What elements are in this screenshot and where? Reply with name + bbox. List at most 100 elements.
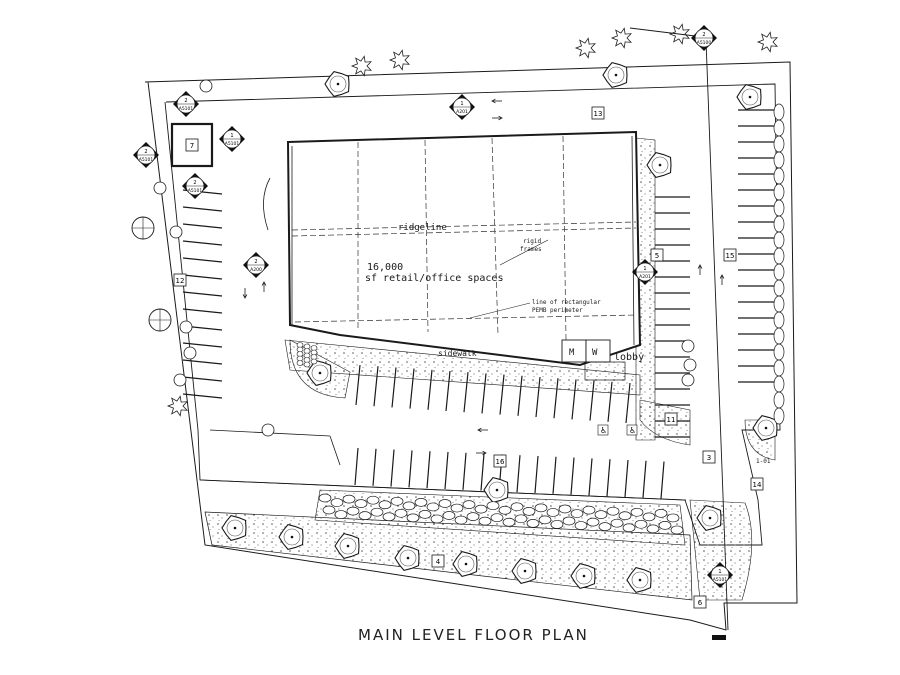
svg-text:7: 7	[190, 142, 194, 150]
boulder	[562, 516, 576, 526]
keynote-tag: 11	[664, 412, 678, 426]
boulder	[522, 507, 536, 516]
parking-stripe	[480, 453, 485, 491]
traffic-arrow	[261, 281, 267, 292]
boulder	[598, 522, 612, 532]
parking-stripe	[589, 380, 595, 421]
traffic-arrow	[719, 274, 725, 285]
boulder	[586, 517, 600, 527]
boulder	[666, 513, 680, 523]
tree	[646, 152, 672, 178]
ridgeline-label: ridgeline	[398, 223, 447, 233]
parking-stripe	[391, 367, 397, 408]
boulder	[303, 361, 311, 368]
boulder	[346, 506, 360, 516]
boulder	[670, 525, 684, 535]
keynote-tag: 15	[723, 248, 737, 262]
plan-title: MAIN LEVEL FLOOR PLAN	[358, 626, 589, 644]
hedge-shrub	[773, 167, 785, 185]
hedge-shrub	[773, 295, 785, 313]
tree	[452, 551, 478, 577]
svg-text:A5101: A5101	[225, 141, 240, 147]
parking-stripe	[373, 366, 379, 407]
tree	[324, 71, 350, 97]
boulder	[486, 501, 500, 511]
boulder	[546, 508, 560, 517]
boulder	[342, 494, 356, 504]
svg-text:4: 4	[436, 558, 441, 566]
boulder	[466, 512, 480, 521]
boulder	[622, 523, 636, 533]
parking-stripe	[182, 308, 223, 314]
boulder	[454, 515, 468, 525]
shrub	[574, 37, 596, 59]
boulder	[322, 505, 336, 515]
boulder	[514, 514, 528, 524]
keynote-tag: 12	[173, 273, 187, 287]
boulder	[474, 504, 488, 514]
svg-text:2: 2	[184, 98, 187, 104]
parking-stripe	[570, 457, 575, 495]
boulder	[574, 521, 588, 530]
existing-tree	[683, 358, 697, 372]
boulder	[630, 507, 644, 517]
boulder	[442, 511, 456, 520]
parking-stripe	[552, 456, 557, 494]
traffic-arrow	[476, 450, 487, 456]
boulder	[642, 512, 656, 522]
svg-text:16: 16	[496, 458, 505, 466]
area-label: 16,000	[367, 262, 403, 273]
svg-text:A201: A201	[639, 274, 651, 280]
parking-stripe	[588, 458, 593, 496]
boulder	[658, 521, 672, 530]
parking-stripe	[445, 370, 451, 412]
boulder	[570, 509, 584, 518]
parking-stripe	[182, 240, 223, 246]
boulder	[558, 504, 572, 514]
existing-tree	[153, 181, 167, 195]
svg-text:2: 2	[144, 149, 147, 155]
parking-stripe	[182, 359, 223, 365]
keynote-tag: 7	[185, 138, 199, 152]
parking-stripe	[606, 459, 611, 497]
parking-stripes	[182, 109, 775, 499]
traffic-arrow	[477, 427, 488, 433]
tree	[570, 563, 596, 589]
boulder	[510, 502, 524, 512]
parking-stripe	[182, 393, 223, 399]
hedge-shrub	[773, 375, 785, 393]
parking-stripe	[409, 368, 415, 409]
deciduous-tree	[148, 308, 172, 332]
parking-stripe	[408, 450, 413, 488]
hedge-shrub	[773, 231, 785, 249]
lobby-label: lobby	[614, 352, 644, 363]
boulder	[330, 498, 344, 507]
boulder	[358, 511, 372, 521]
parking-stripe	[427, 369, 433, 410]
keynote-tag: 16	[493, 454, 507, 468]
boulder	[654, 509, 668, 518]
use-label: sf retail/office spaces	[365, 273, 503, 284]
hedge-shrub	[773, 183, 785, 201]
parking-stripe	[182, 342, 223, 348]
boulder	[334, 510, 348, 519]
svg-text:A5100: A5100	[697, 40, 712, 46]
parking-stripe	[463, 372, 469, 413]
hedge-shrub	[773, 263, 785, 281]
boulder	[394, 508, 408, 518]
parking-stripe	[462, 452, 467, 490]
boulder	[382, 512, 396, 522]
boulder	[478, 516, 492, 526]
parking-stripe	[553, 378, 559, 419]
hedge-shrub	[773, 407, 785, 425]
hedge-shrub	[773, 311, 785, 329]
boulder	[296, 360, 304, 366]
svg-text:♿: ♿	[629, 426, 636, 435]
building-footprint	[286, 130, 642, 367]
hedge-shrub	[773, 391, 785, 409]
